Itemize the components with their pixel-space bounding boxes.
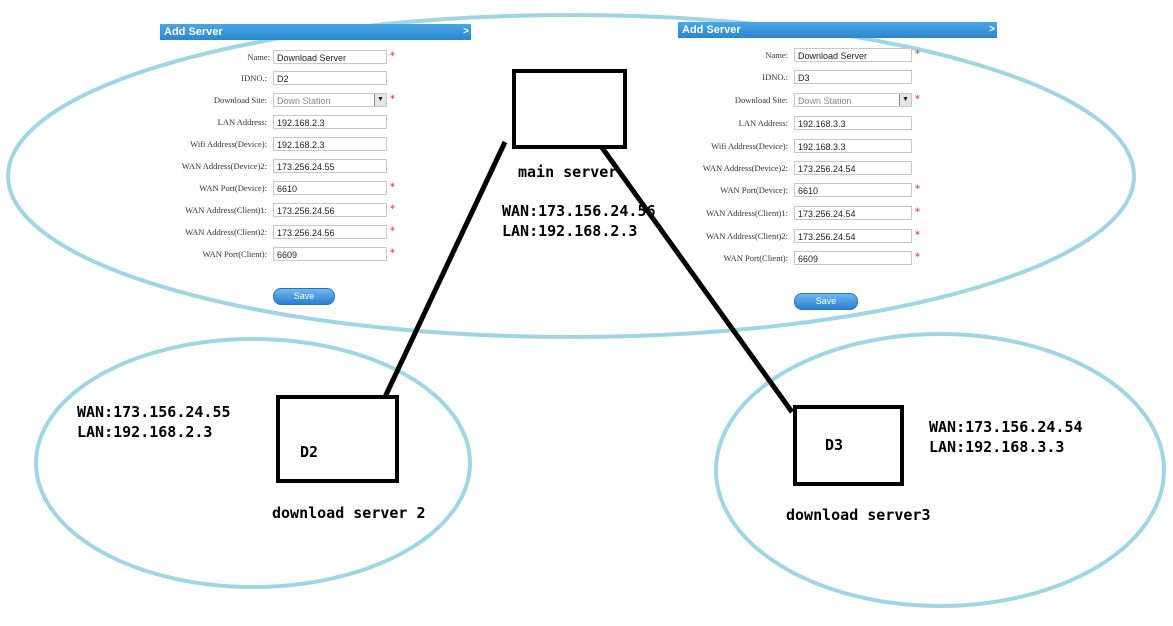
idno-field[interactable]: D2 xyxy=(273,71,387,85)
wan-port-client-label: WAN Port(Client): xyxy=(723,253,788,263)
required-mark: * xyxy=(390,94,395,105)
main-server-box xyxy=(512,69,627,149)
wan-address-client1-field[interactable]: 173.256.24.54 xyxy=(794,206,912,220)
wan-port-device-label: WAN Port(Device): xyxy=(199,183,267,193)
d2-caption: download server 2 xyxy=(272,504,426,522)
wan-port-client-label: WAN Port(Client): xyxy=(202,249,267,259)
wifi-address-label: Wifi Address(Device): xyxy=(711,141,788,151)
chevron-down-icon[interactable]: ▼ xyxy=(374,94,386,106)
lan-address-field[interactable]: 192.168.2.3 xyxy=(273,115,387,129)
required-mark: * xyxy=(915,184,920,195)
download-site-label: Download Site: xyxy=(213,95,267,105)
main-zone-ellipse xyxy=(6,13,1136,339)
wan-address-client2-field[interactable]: 173.256.24.56 xyxy=(273,225,387,239)
name-field[interactable]: Download Server xyxy=(794,48,912,62)
wan-address-client2-label: WAN Address(Client)2: xyxy=(185,227,267,237)
name-label: Name: xyxy=(247,52,270,62)
wan-address-device2-field[interactable]: 173.256.24.54 xyxy=(794,161,912,175)
wan-port-device-label: WAN Port(Device): xyxy=(720,185,788,195)
wifi-address-field[interactable]: 192.168.2.3 xyxy=(273,137,387,151)
close-icon[interactable]: > xyxy=(463,26,469,37)
required-mark: * xyxy=(915,230,920,241)
download-site-label: Download Site: xyxy=(734,95,788,105)
d3-box-label: D3 xyxy=(825,436,844,454)
d3-zone-ellipse xyxy=(714,332,1166,608)
close-icon[interactable]: > xyxy=(989,24,995,35)
main-server-lan: LAN:192.168.2.3 xyxy=(502,222,638,240)
d2-server-box: D2 xyxy=(276,395,399,483)
save-button[interactable]: Save xyxy=(273,288,335,305)
required-mark: * xyxy=(390,226,395,237)
main-server-wan: WAN:173.156.24.56 xyxy=(502,202,656,220)
download-site-value: Down Station xyxy=(798,96,852,106)
wifi-address-field[interactable]: 192.168.3.3 xyxy=(794,139,912,153)
d2-lan: LAN:192.168.2.3 xyxy=(77,423,213,441)
download-site-select[interactable]: Down Station ▼ xyxy=(794,93,912,107)
wan-port-client-field[interactable]: 6609 xyxy=(273,247,387,261)
wan-address-client2-field[interactable]: 173.256.24.54 xyxy=(794,229,912,243)
idno-label: IDNO.: xyxy=(241,73,267,83)
wan-address-client2-label: WAN Address(Client)2: xyxy=(706,231,788,241)
main-server-label: main server xyxy=(518,163,618,181)
chevron-down-icon[interactable]: ▼ xyxy=(899,94,911,106)
required-mark: * xyxy=(915,94,920,105)
lan-address-label: LAN Address: xyxy=(738,118,788,128)
name-label: Name: xyxy=(765,50,788,60)
panel-title: Add Server xyxy=(682,24,741,36)
link-main-to-d3 xyxy=(595,140,795,414)
required-mark: * xyxy=(390,204,395,215)
d2-box-label: D2 xyxy=(300,443,319,461)
idno-label: IDNO.: xyxy=(762,72,788,82)
required-mark: * xyxy=(915,252,920,263)
d2-zone-ellipse xyxy=(34,337,472,589)
required-mark: * xyxy=(915,49,920,60)
panel-header: Add Server > xyxy=(678,22,997,38)
wan-address-client1-field[interactable]: 173.256.24.56 xyxy=(273,203,387,217)
download-site-value: Down Station xyxy=(277,96,331,106)
panel-header: Add Server > xyxy=(160,24,471,40)
required-mark: * xyxy=(915,207,920,218)
d3-lan: LAN:192.168.3.3 xyxy=(929,438,1065,456)
add-server-panel-d3: Add Server > Name: Download Server * IDN… xyxy=(678,22,997,314)
required-mark: * xyxy=(390,182,395,193)
link-main-to-d2 xyxy=(382,140,508,399)
wan-port-device-field[interactable]: 6610 xyxy=(273,181,387,195)
d3-server-box: D3 xyxy=(793,405,904,486)
download-site-select[interactable]: Down Station ▼ xyxy=(273,93,387,107)
d2-wan: WAN:173.156.24.55 xyxy=(77,403,231,421)
wan-port-device-field[interactable]: 6610 xyxy=(794,183,912,197)
lan-address-field[interactable]: 192.168.3.3 xyxy=(794,116,912,130)
wan-address-device2-label: WAN Address(Device)2: xyxy=(181,161,267,171)
wifi-address-label: Wifi Address(Device): xyxy=(190,139,267,149)
add-server-panel-d2: Add Server > Name: Download Server * IDN… xyxy=(160,24,471,314)
wan-port-client-field[interactable]: 6609 xyxy=(794,251,912,265)
name-field[interactable]: Download Server xyxy=(273,50,387,64)
required-mark: * xyxy=(390,51,395,62)
required-mark: * xyxy=(390,248,395,259)
panel-title: Add Server xyxy=(164,26,223,38)
wan-address-client1-label: WAN Address(Client)1: xyxy=(706,208,788,218)
d3-wan: WAN:173.156.24.54 xyxy=(929,418,1083,436)
save-button[interactable]: Save xyxy=(794,293,858,310)
wan-address-client1-label: WAN Address(Client)1: xyxy=(185,205,267,215)
wan-address-device2-field[interactable]: 173.256.24.55 xyxy=(273,159,387,173)
wan-address-device2-label: WAN Address(Device)2: xyxy=(702,163,788,173)
lan-address-label: LAN Address: xyxy=(217,117,267,127)
d3-caption: download server3 xyxy=(786,506,931,524)
idno-field[interactable]: D3 xyxy=(794,70,912,84)
